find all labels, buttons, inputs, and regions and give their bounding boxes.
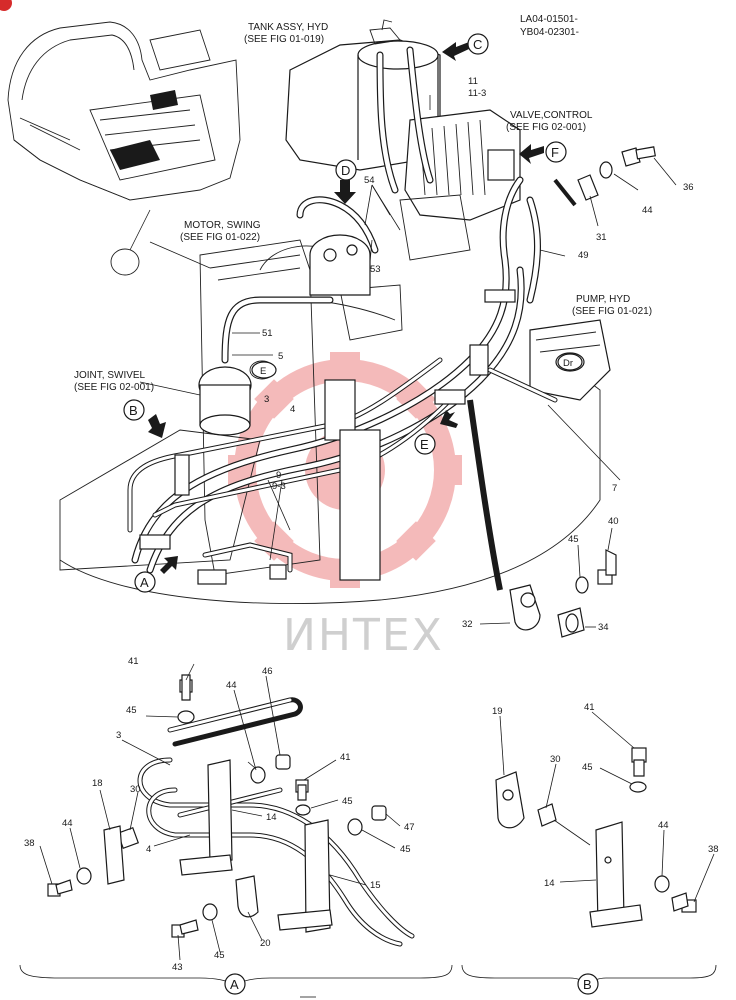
part-number: 38 bbox=[24, 838, 35, 849]
hardware-mid-right bbox=[509, 549, 617, 638]
view-label-a: A bbox=[140, 575, 149, 590]
callout-motor-name: MOTOR, SWING bbox=[184, 220, 261, 231]
part-number: 3 bbox=[116, 730, 121, 741]
hydraulic-hoses bbox=[131, 46, 577, 591]
part-number: 44 bbox=[658, 820, 669, 831]
part-number: 44 bbox=[226, 680, 237, 691]
part-number: 30 bbox=[130, 784, 141, 795]
callout-valve-ref: (SEE FIG 02-001) bbox=[506, 122, 586, 133]
part-number: 20 bbox=[260, 938, 271, 949]
hardware-top-right bbox=[577, 146, 656, 201]
part-number: 41 bbox=[128, 656, 139, 667]
part-number: 4 bbox=[290, 404, 295, 415]
bottom-view-label-b: B bbox=[583, 977, 592, 992]
serial-range-line1: LA04-01501- bbox=[520, 14, 578, 25]
part-number: 14 bbox=[266, 812, 277, 823]
part-number: 36 bbox=[683, 182, 694, 193]
view-label-e-small: E bbox=[260, 366, 266, 377]
view-arrows bbox=[148, 42, 544, 574]
part-number: 5 bbox=[278, 351, 283, 362]
arrow-a bbox=[160, 556, 178, 574]
part-number: 9 bbox=[276, 470, 281, 481]
swing-motor bbox=[198, 360, 275, 436]
callout-tank-name: TANK ASSY, HYD bbox=[248, 22, 328, 33]
part-number: 45 bbox=[568, 534, 579, 545]
control-valve bbox=[399, 109, 521, 261]
callout-pump-ref: (SEE FIG 01-021) bbox=[572, 306, 652, 317]
part-number: 14 bbox=[544, 878, 555, 889]
view-label-d: D bbox=[341, 163, 350, 178]
view-label-f: F bbox=[551, 145, 559, 160]
part-number: 18 bbox=[92, 778, 103, 789]
part-number: 43 bbox=[172, 962, 183, 973]
part-number: 11-3 bbox=[468, 88, 486, 99]
part-number: 45 bbox=[342, 796, 353, 807]
main-clamps bbox=[139, 289, 516, 585]
serial-range-line2: YB04-02301- bbox=[520, 27, 579, 38]
part-number: 15 bbox=[370, 880, 381, 891]
part-number: 47 bbox=[404, 822, 415, 833]
view-label-e: E bbox=[420, 437, 429, 452]
part-number: 9-3 bbox=[272, 481, 286, 492]
arrow-f bbox=[519, 144, 544, 164]
view-label-c: C bbox=[473, 37, 482, 52]
part-number: 49 bbox=[578, 250, 589, 261]
part-number: 30 bbox=[550, 754, 561, 765]
part-number: 19 bbox=[492, 706, 503, 717]
swivel-joint bbox=[309, 234, 371, 296]
leader-lines bbox=[39, 95, 715, 961]
part-number: 45 bbox=[400, 844, 411, 855]
part-number: 45 bbox=[582, 762, 593, 773]
part-number: 44 bbox=[62, 818, 73, 829]
part-number: 53 bbox=[370, 264, 381, 275]
arrow-d bbox=[334, 180, 356, 204]
callout-joint-ref: (SEE FIG 02-001) bbox=[74, 382, 154, 393]
callout-pump-name: PUMP, HYD bbox=[576, 294, 630, 305]
part-number: 11 bbox=[468, 76, 478, 87]
arrow-c bbox=[442, 42, 469, 61]
part-number: 40 bbox=[608, 516, 619, 527]
view-a-detail bbox=[47, 674, 415, 947]
machine-overview-inset bbox=[7, 21, 241, 276]
part-number: 4 bbox=[146, 844, 151, 855]
view-label-b: B bbox=[129, 403, 138, 418]
part-number: 54 bbox=[364, 175, 375, 186]
view-label-dr: Dr bbox=[563, 358, 573, 369]
callout-motor-ref: (SEE FIG 01-022) bbox=[180, 232, 260, 243]
bottom-view-label-a: A bbox=[230, 977, 239, 992]
view-b-detail bbox=[495, 747, 697, 928]
arrow-b bbox=[148, 414, 166, 438]
callout-valve-name: VALVE,CONTROL bbox=[510, 110, 593, 121]
part-number: 34 bbox=[598, 622, 609, 633]
part-number: 41 bbox=[584, 702, 595, 713]
part-number-labels: 11 11-3 54 53 36 44 31 49 51 5 3 4 9 9-3… bbox=[24, 76, 719, 973]
watermark-text: ИНТЕХ bbox=[283, 610, 444, 661]
view-circles bbox=[123, 33, 599, 995]
corner-marker bbox=[0, 0, 12, 11]
callout-joint-name: JOINT, SWIVEL bbox=[74, 370, 146, 381]
part-number: 45 bbox=[214, 950, 225, 961]
part-number: 3 bbox=[264, 394, 269, 405]
part-number: 32 bbox=[462, 619, 473, 630]
part-number: 7 bbox=[612, 483, 617, 494]
part-number: 51 bbox=[262, 328, 273, 339]
part-number: 31 bbox=[596, 232, 607, 243]
part-number: 44 bbox=[642, 205, 653, 216]
part-number: 46 bbox=[262, 666, 273, 677]
part-number: 41 bbox=[340, 752, 351, 763]
arrow-e bbox=[440, 410, 458, 428]
part-number: 38 bbox=[708, 844, 719, 855]
part-number: 45 bbox=[126, 705, 137, 716]
callout-tank-ref: (SEE FIG 01-019) bbox=[244, 34, 324, 45]
